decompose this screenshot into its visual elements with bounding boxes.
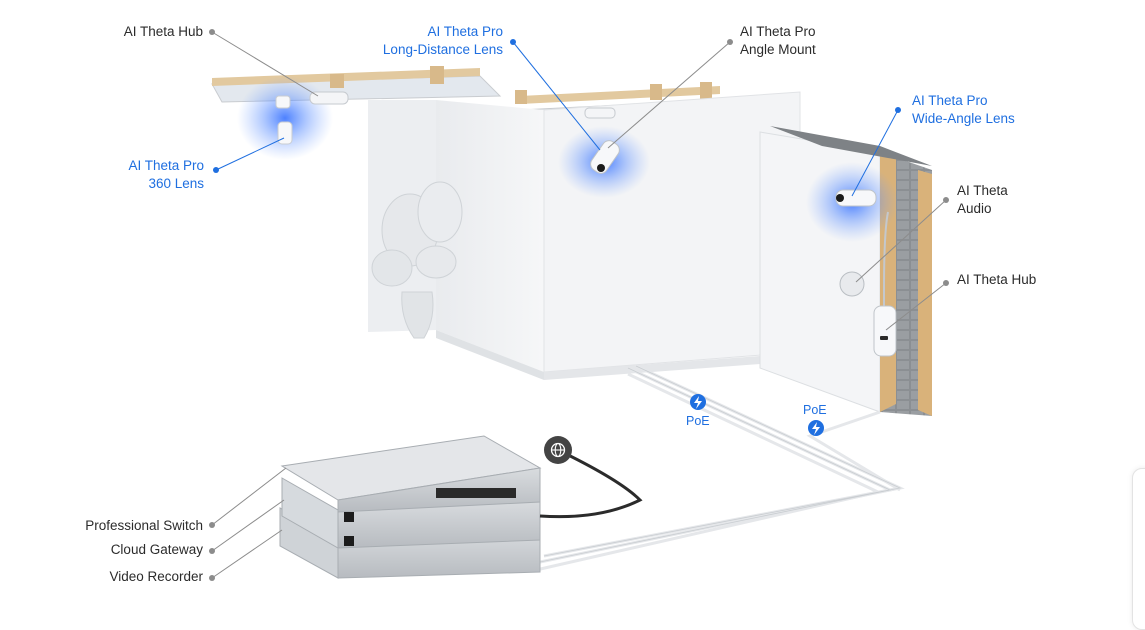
poe-label-2: PoE: [803, 403, 827, 417]
label-360-lens-line-1: AI Theta Pro: [128, 158, 204, 173]
lightning-bolt-icon: [808, 420, 824, 436]
camera-angle-mount[interactable]: [584, 107, 616, 119]
label-audio-line-1: AI Theta: [957, 183, 1008, 198]
label-360-lens-line-2: 360 Lens: [148, 176, 204, 191]
product-diagram: [209, 29, 949, 581]
camera-long-distance[interactable]: [588, 138, 622, 176]
leader-dots: [209, 29, 949, 581]
label-recorder: Video Recorder: [109, 569, 203, 584]
label-audio: AI Theta Audio: [957, 182, 1008, 218]
label-angle-mount: AI Theta Pro Angle Mount: [740, 23, 816, 59]
label-switch: Professional Switch: [85, 518, 203, 533]
label-wide-angle-line-2: Wide-Angle Lens: [912, 111, 1015, 126]
label-audio-line-2: Audio: [957, 201, 992, 216]
plant-decoration: [371, 181, 463, 339]
label-hub-top: AI Theta Hub: [123, 24, 203, 39]
cable-outlines: [539, 365, 902, 563]
label-long-distance: AI Theta Pro Long-Distance Lens: [383, 23, 503, 59]
label-wide-angle: AI Theta Pro Wide-Angle Lens: [912, 92, 1015, 128]
globe-icon: [544, 436, 572, 464]
side-panel-edge: [1132, 468, 1145, 630]
label-hub-right: AI Theta Hub: [957, 272, 1037, 287]
label-gateway: Cloud Gateway: [110, 542, 203, 557]
leader-lines: [211, 31, 947, 579]
label-angle-mount-line-1: AI Theta Pro: [740, 24, 816, 39]
hub-wall[interactable]: [873, 211, 897, 357]
label-long-distance-line-1: AI Theta Pro: [427, 24, 503, 39]
label-angle-mount-line-2: Angle Mount: [740, 42, 816, 57]
internet-cable: [539, 448, 643, 519]
label-wide-angle-line-1: AI Theta Pro: [912, 93, 988, 108]
glow-360-lens: [237, 76, 333, 160]
camera-360-lens[interactable]: [275, 95, 293, 145]
hub-ceiling[interactable]: [309, 91, 349, 105]
label-long-distance-line-2: Long-Distance Lens: [382, 42, 503, 57]
poe-label-1: PoE: [686, 414, 710, 428]
label-360-lens: AI Theta Pro 360 Lens: [128, 157, 204, 193]
rack-stack: [279, 435, 542, 579]
lightning-bolt-icon: [690, 394, 706, 410]
theta-audio-device[interactable]: [839, 271, 865, 297]
camera-wide-angle[interactable]: [835, 189, 877, 207]
